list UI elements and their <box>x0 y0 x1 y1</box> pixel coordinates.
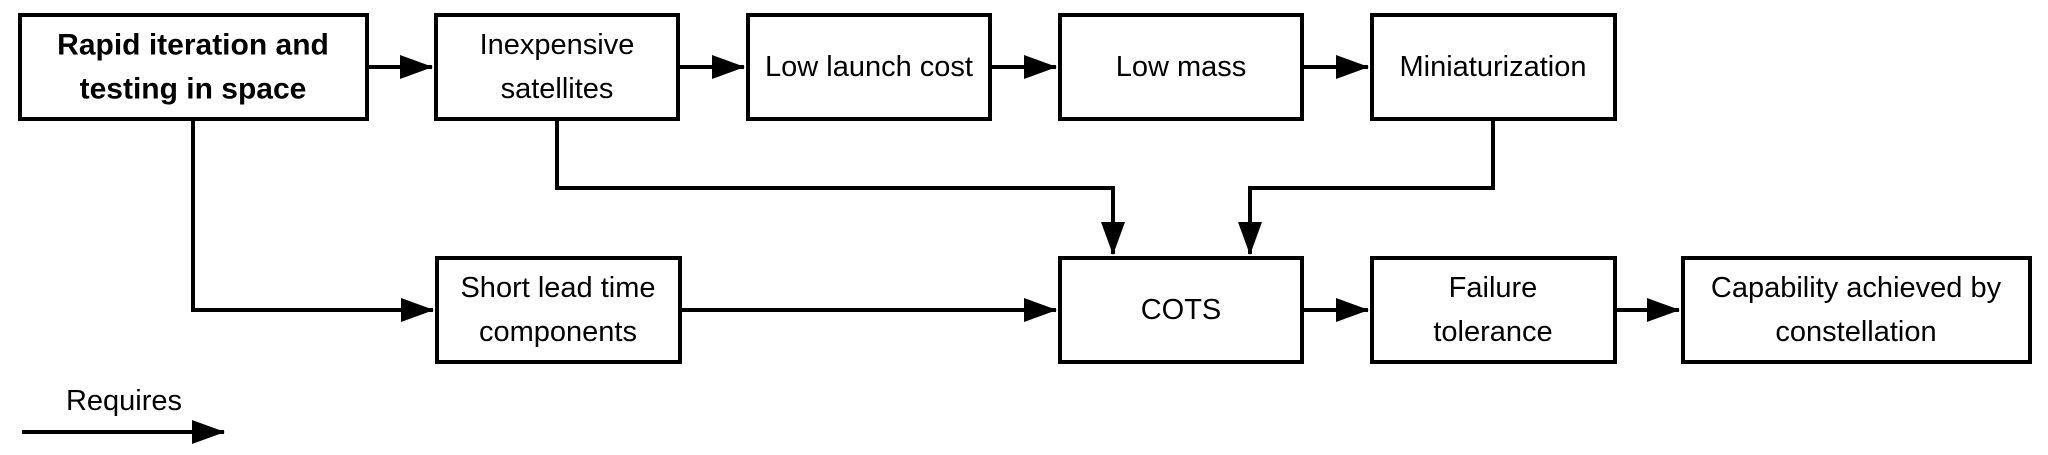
node-short-lead-time: Short lead time components <box>435 256 682 364</box>
edge-miniaturization-to-cots <box>1238 119 1495 255</box>
node-failure-tolerance-label-line1: Failure <box>1449 272 1538 304</box>
edges-layer <box>191 55 1680 322</box>
node-rapid-iteration: Rapid iteration and testing in space <box>18 13 369 121</box>
node-inexpensive-satellites-box <box>434 13 680 121</box>
node-low-mass-label: Low mass <box>1116 51 1247 83</box>
node-capability-constellation-label-line1: Capability achieved by <box>1711 272 2002 304</box>
node-low-launch-cost: Low launch cost <box>746 13 992 121</box>
node-miniaturization: Miniaturization <box>1370 13 1617 121</box>
node-miniaturization-box <box>1370 13 1617 121</box>
nodes-layer: Rapid iteration and testing in space Ine… <box>18 13 2032 364</box>
node-miniaturization-label: Miniaturization <box>1400 51 1587 83</box>
node-rapid-iteration-box <box>18 13 369 121</box>
node-rapid-iteration-label-line1: Rapid iteration and <box>57 29 329 62</box>
node-cots-box <box>1058 256 1304 364</box>
node-short-lead-time-label-line2: components <box>479 316 637 348</box>
node-short-lead-time-box <box>435 256 682 364</box>
node-low-mass: Low mass <box>1058 13 1304 121</box>
node-short-lead-time-label-line1: Short lead time <box>460 272 655 304</box>
node-capability-constellation: Capability achieved by constellation <box>1681 256 2032 364</box>
node-capability-constellation-box <box>1681 256 2032 364</box>
node-inexpensive-satellites: Inexpensive satellites <box>434 13 680 121</box>
node-failure-tolerance-box <box>1370 256 1617 364</box>
node-failure-tolerance: Failure tolerance <box>1370 256 1617 364</box>
node-low-mass-box <box>1058 13 1304 121</box>
node-failure-tolerance-label-line2: tolerance <box>1433 316 1552 348</box>
edge-inexpensive-satellites-to-cots <box>555 119 1125 255</box>
edge-rapid-iteration-to-short-lead-time <box>191 119 434 322</box>
node-cots: COTS <box>1058 256 1304 364</box>
node-inexpensive-satellites-label-line2: satellites <box>501 73 614 105</box>
node-rapid-iteration-label-line2: testing in space <box>80 73 307 106</box>
legend-label: Requires <box>66 385 182 417</box>
node-inexpensive-satellites-label-line1: Inexpensive <box>480 29 635 61</box>
node-capability-constellation-label-line2: constellation <box>1775 316 1936 348</box>
node-cots-label: COTS <box>1141 294 1222 326</box>
node-low-launch-cost-box <box>746 13 992 121</box>
node-low-launch-cost-label: Low launch cost <box>765 51 973 83</box>
legend: Requires <box>22 385 225 444</box>
